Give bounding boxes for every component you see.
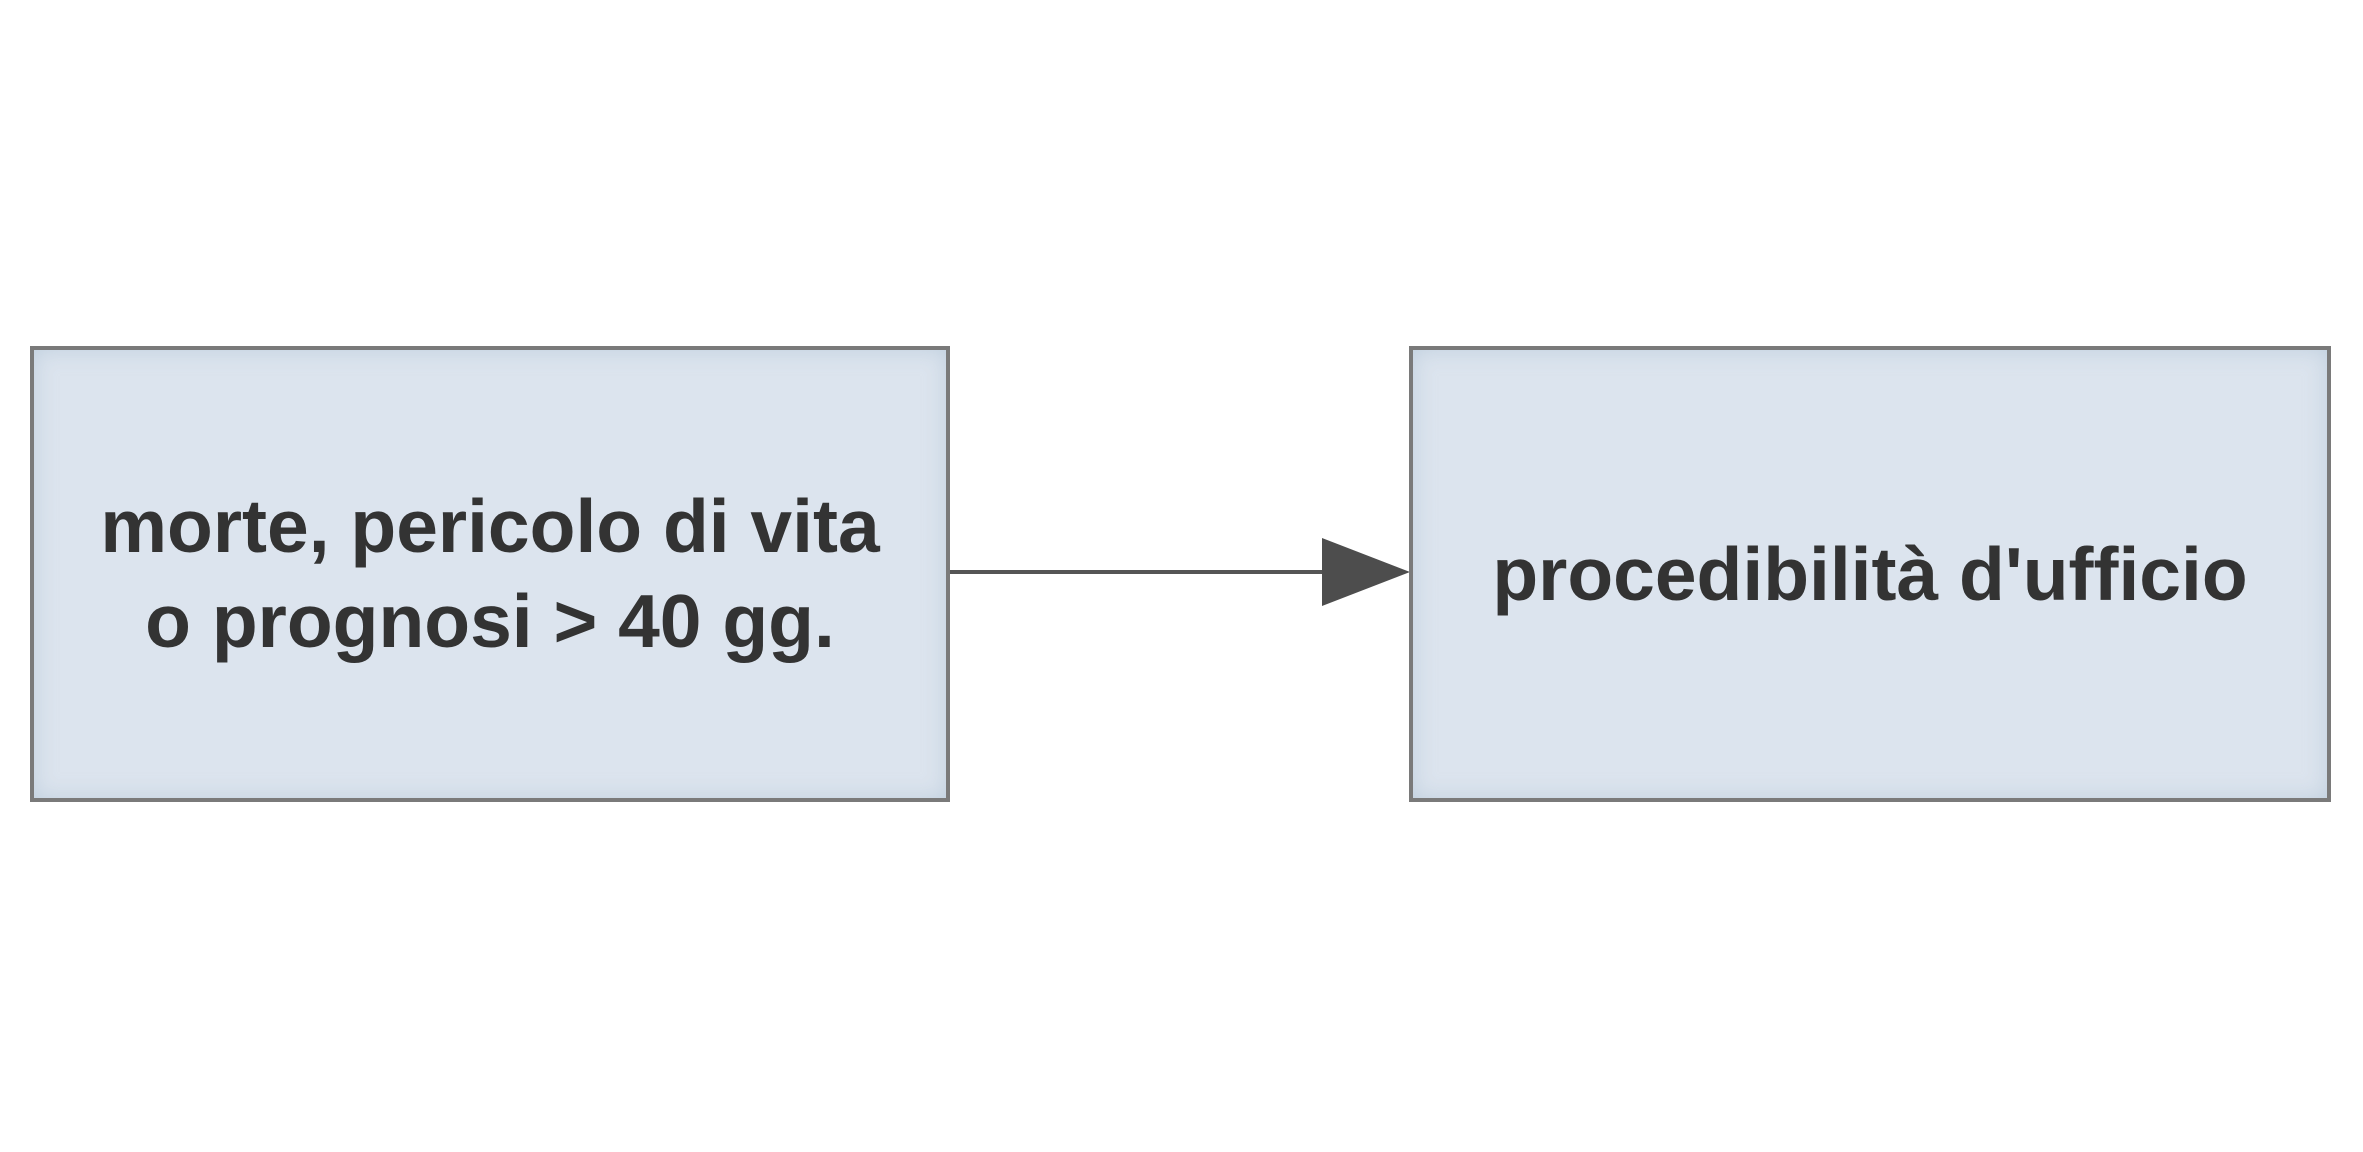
node-source-line: o prognosi > 40 gg. bbox=[145, 579, 835, 663]
node-target-label: procedibilità d'ufficio bbox=[1492, 527, 2247, 622]
node-target: procedibilità d'ufficio bbox=[1409, 346, 2331, 802]
node-target-line: procedibilità d'ufficio bbox=[1492, 531, 2248, 616]
node-source: morte, pericolo di vita o prognosi > 40 … bbox=[30, 346, 950, 802]
node-source-line: morte, pericolo di vita bbox=[100, 484, 880, 568]
node-source-label: morte, pericolo di vita o prognosi > 40 … bbox=[100, 479, 879, 669]
arrowhead-icon bbox=[1322, 538, 1410, 606]
